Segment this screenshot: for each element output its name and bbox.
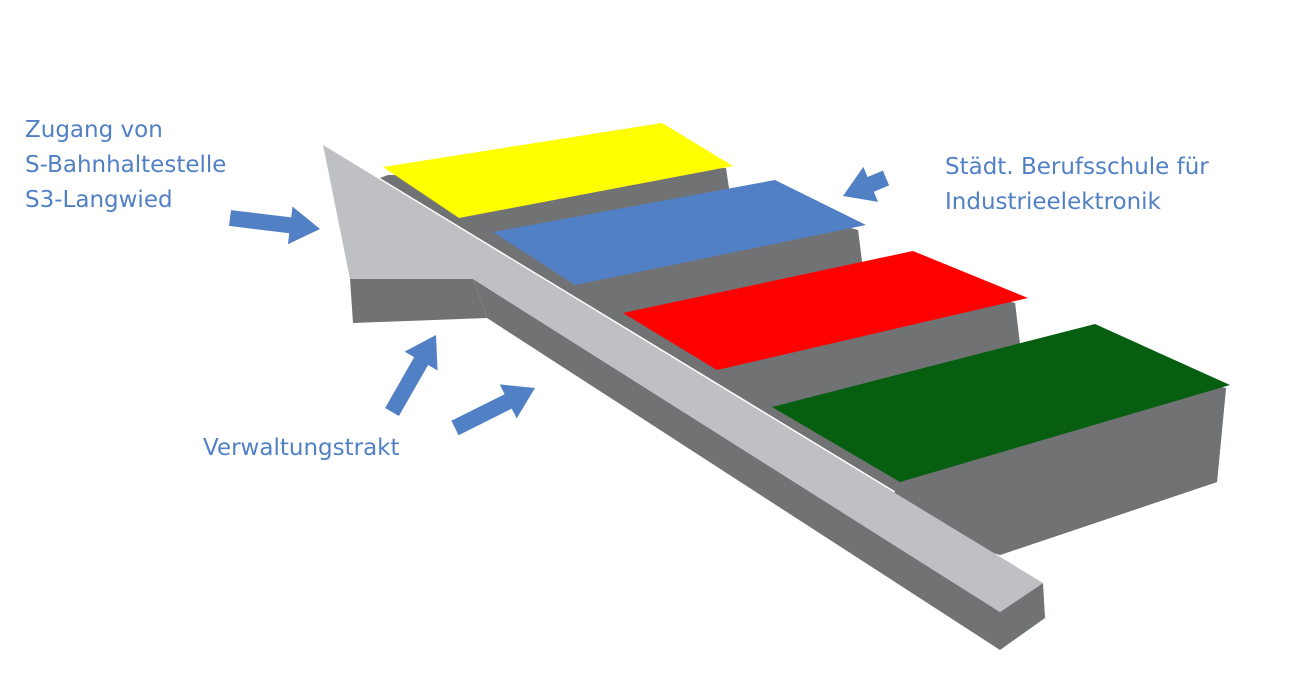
building-yellow-front (459, 168, 728, 240)
main-path-head-side (350, 279, 487, 323)
main-path-end-face (1000, 583, 1045, 650)
admin-arrow-icon (385, 335, 438, 416)
building-green-front (880, 388, 1226, 555)
building-blue-front (575, 230, 862, 300)
building-blue-roof (493, 180, 866, 285)
building-green-roof (772, 324, 1230, 482)
building-red-roof (623, 251, 1028, 370)
building-red-front (717, 303, 1020, 390)
pointer-arrows (229, 166, 890, 436)
access-label-line: S3-Langwied (25, 187, 173, 213)
admin-label: Verwaltungstrakt (203, 435, 400, 461)
school-label-line: Industrieelektronik (945, 189, 1161, 215)
main-path-arrow (323, 145, 1043, 612)
access-label-line: Zugang von (25, 117, 163, 143)
access-label: Zugang von S-Bahnhaltestelle S3-Langwied (25, 113, 226, 218)
school-label: Städt. Berufsschule für Industrieelektro… (945, 150, 1209, 220)
building-yellow-roof (383, 123, 733, 218)
main-path-shaft-side (473, 279, 1000, 650)
school-label-line: Städt. Berufsschule für (945, 154, 1209, 180)
school-arrow-icon (843, 166, 890, 202)
access-arrow-icon (229, 206, 320, 245)
admin-arrow-icon (451, 384, 535, 436)
access-label-line: S-Bahnhaltestelle (25, 152, 227, 178)
